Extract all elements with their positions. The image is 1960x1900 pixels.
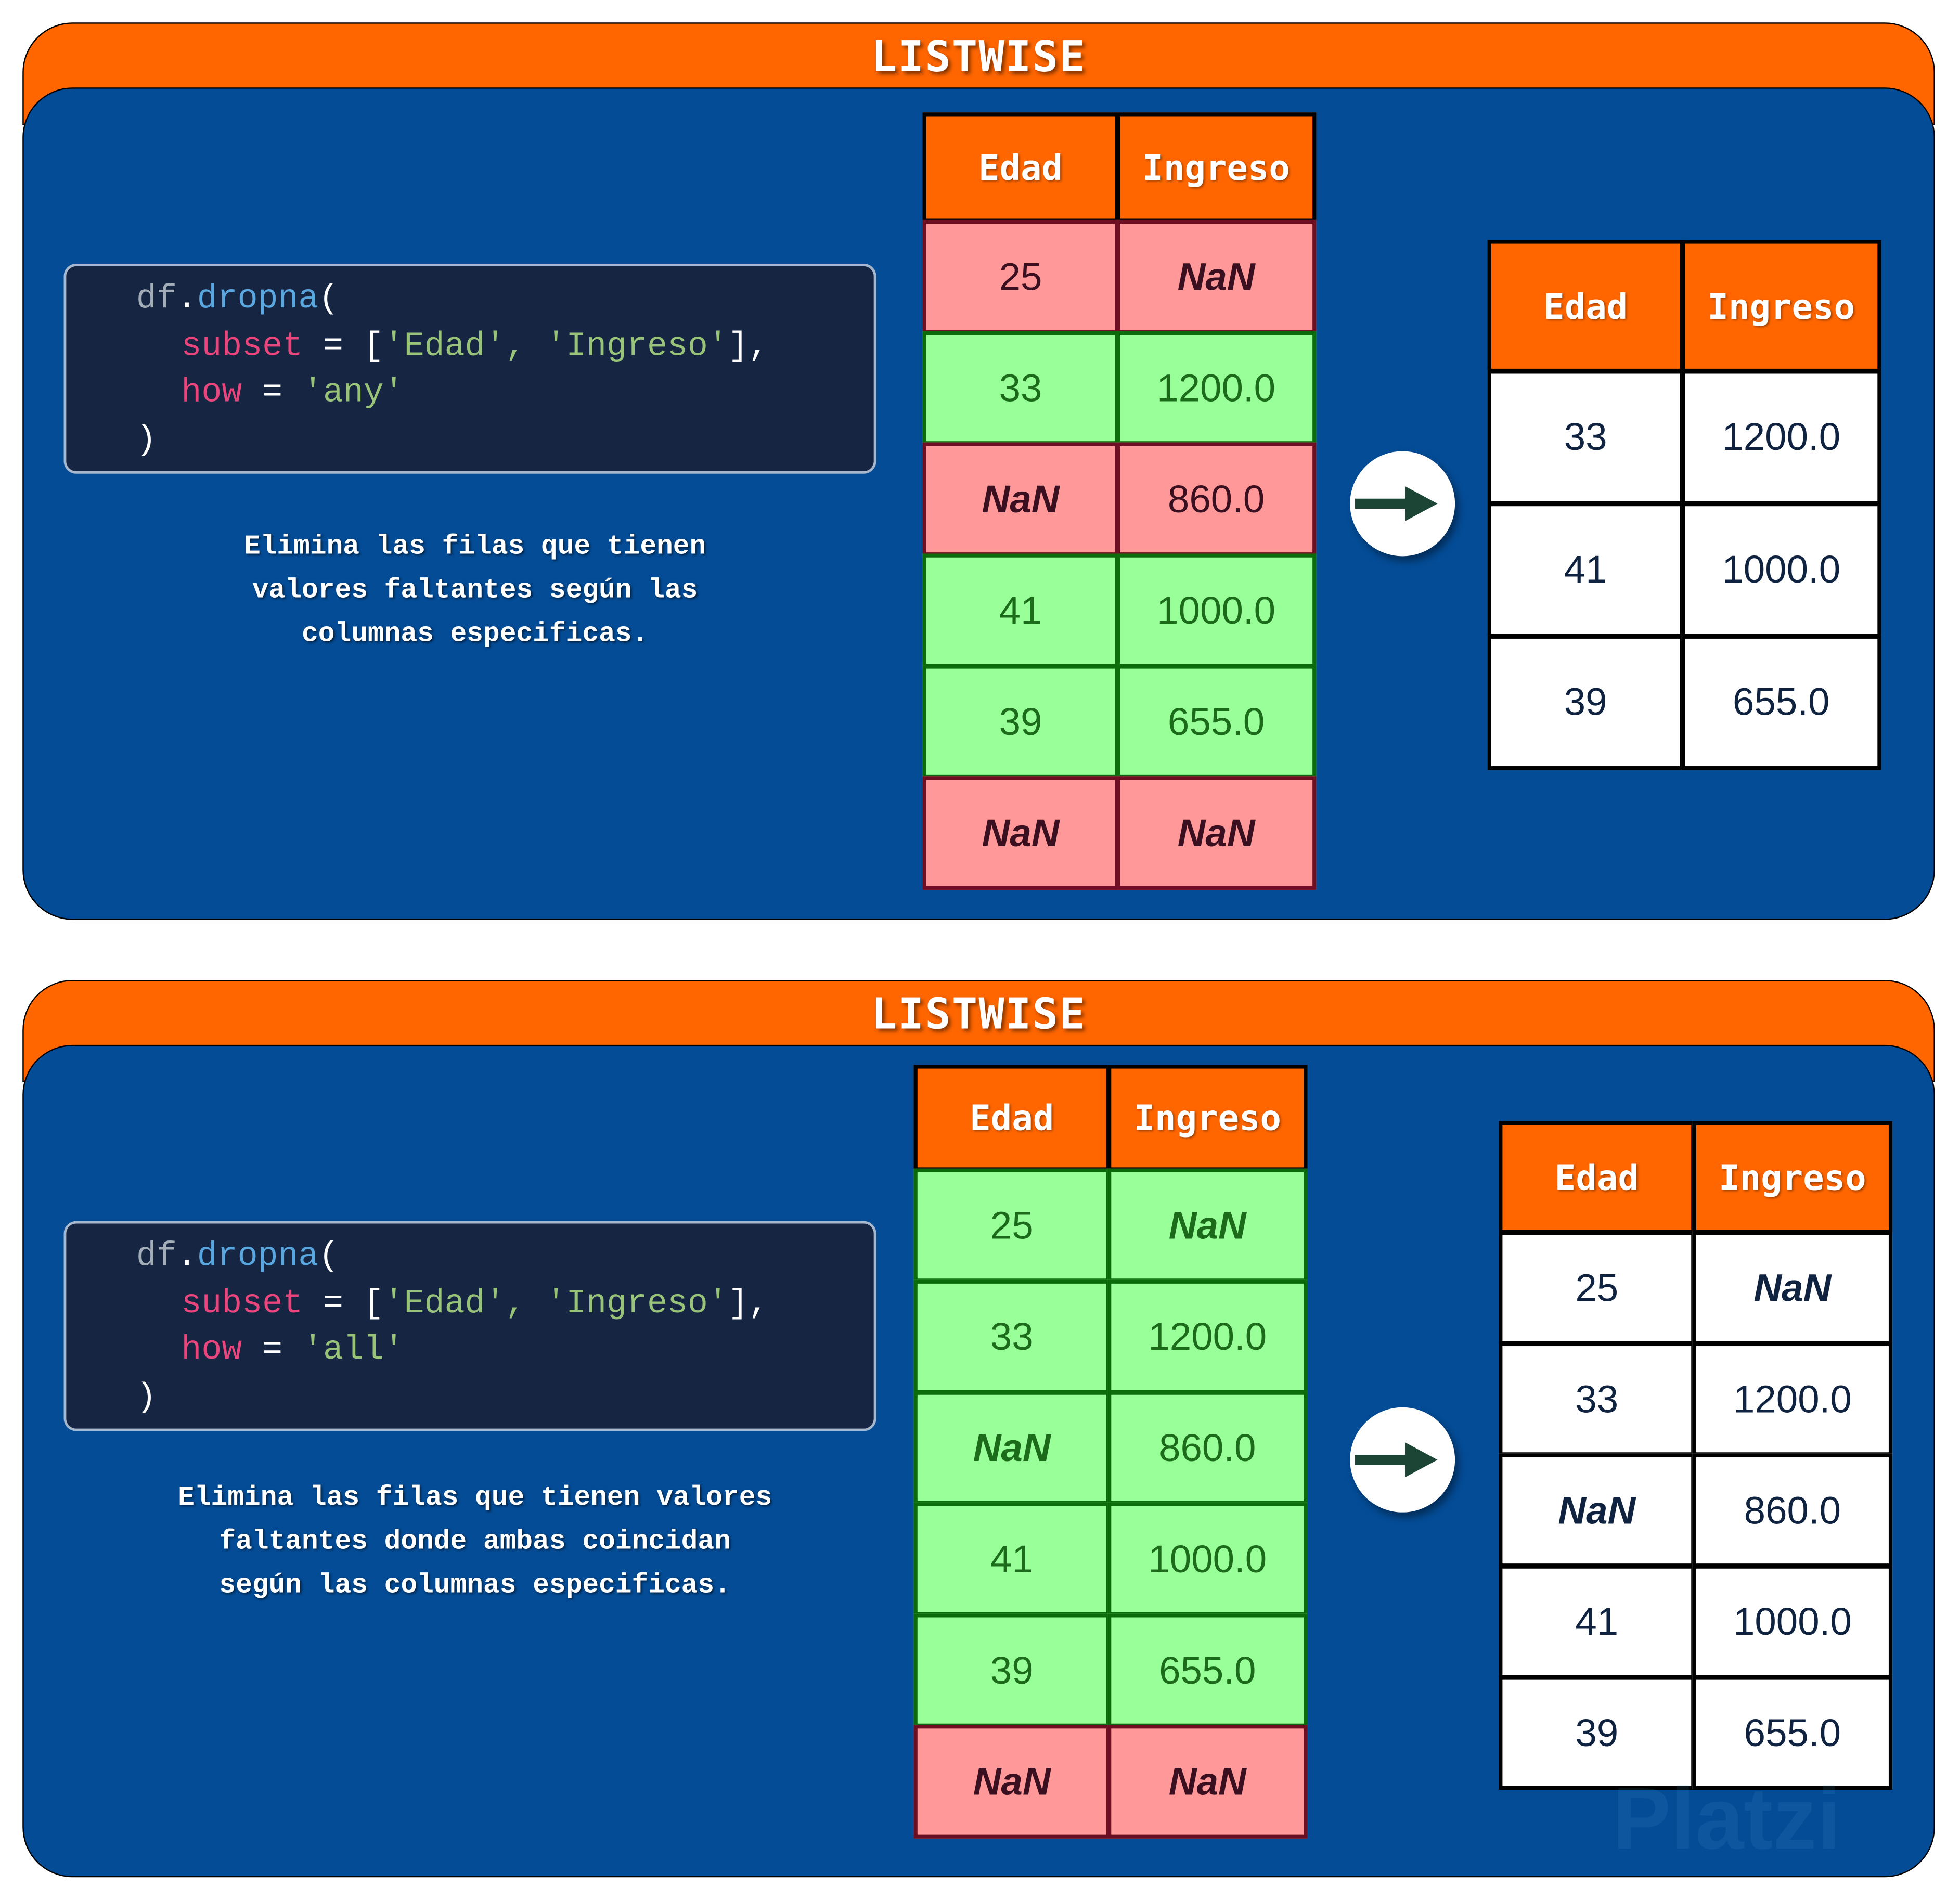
input-cell-kept: 41 [913,1502,1110,1617]
code-token: 'all' [303,1332,404,1370]
code-token: = [242,1332,303,1370]
output-cell-result: 860.0 [1692,1453,1893,1568]
input-cell-kept: 33 [922,331,1119,445]
input-cell-dropped: 25 [922,219,1119,334]
input-cell-kept: 39 [913,1613,1110,1727]
description-line: valores faltantes según las [252,575,698,606]
code-token: 'any' [303,374,404,412]
output-cell-result: 655.0 [1692,1676,1893,1790]
code-line: how = 'all' [181,1333,404,1370]
code-token: 'Edad', 'Ingreso' [383,328,728,366]
output-cell-result: 39 [1487,635,1684,770]
input-cell-dropped: NaN [913,1725,1110,1839]
input-cell-kept: 655.0 [1107,1613,1308,1727]
code-token: . [176,281,197,319]
code-token: subset [181,328,303,366]
output-cell-result: 33 [1499,1342,1695,1456]
input-cell-kept: 33 [913,1279,1110,1394]
code-block: df.dropna( subset = ['Edad', 'Ingreso'], h… [63,1221,876,1431]
input-cell-dropped: NaN [922,442,1119,557]
code-token: ], [728,328,769,366]
input-cell-kept: NaN [913,1391,1110,1505]
description-line: Elimina las filas que tienen [243,531,706,563]
code-line: subset = ['Edad', 'Ingreso'], [181,328,768,366]
code-token: ( [318,1238,339,1276]
output-cell-result: 1000.0 [1681,502,1881,638]
code-token: subset [181,1285,303,1323]
code-line: ) [136,1379,157,1417]
input-cell-kept: NaN [1107,1168,1308,1283]
input-cell-kept: 860.0 [1107,1391,1308,1505]
code-line: ) [136,422,157,459]
code-token: ) [136,422,157,460]
output-header-cell: Ingreso [1681,240,1881,373]
code-token: df [136,1238,177,1276]
code-line: subset = ['Edad', 'Ingreso'], [181,1285,768,1323]
input-cell-kept: 655.0 [1116,665,1317,779]
input-cell-dropped: NaN [1116,776,1317,890]
output-cell-result: 655.0 [1681,635,1881,770]
code-token: ) [136,1379,157,1417]
panel-title: LISTWISE [871,990,1086,1040]
output-header-cell: Edad [1487,240,1684,373]
description-line: según las columnas especificas. [219,1570,731,1601]
output-cell-result: 41 [1499,1565,1695,1679]
description-line: Elimina las filas que tienen valores [178,1482,772,1514]
code-token: = [ [303,328,384,366]
code-token: = [ [303,1285,384,1323]
input-cell-dropped: NaN [922,776,1119,890]
output-cell-result: 1000.0 [1692,1565,1893,1679]
code-block: df.dropna( subset = ['Edad', 'Ingreso'], h… [63,264,876,474]
input-header-cell: Edad [922,112,1119,223]
input-header-cell: Ingreso [1107,1065,1308,1171]
description-line: faltantes donde ambas coincidan [219,1526,731,1558]
output-cell-result: 25 [1499,1231,1695,1345]
code-token: how [181,1332,242,1370]
input-cell-dropped: NaN [1116,219,1317,334]
output-cell-result: 41 [1487,502,1684,638]
input-cell-kept: 39 [922,665,1119,779]
panel-title: LISTWISE [871,32,1086,83]
code-token: dropna [197,1238,319,1276]
code-token: df [136,281,177,319]
code-token: dropna [197,281,319,319]
input-cell-kept: 1200.0 [1116,331,1317,445]
output-cell-result: 33 [1487,370,1684,505]
code-token: ( [318,281,339,319]
code-line: df.dropna( [136,281,339,319]
code-token: = [242,374,303,412]
input-cell-kept: 41 [922,553,1119,668]
output-cell-result: 1200.0 [1681,370,1881,505]
output-header-cell: Edad [1499,1121,1695,1234]
description-line: columnas especificas. [302,618,649,650]
code-token: . [176,1238,197,1276]
input-cell-dropped: 860.0 [1116,442,1317,557]
input-cell-kept: 1000.0 [1107,1502,1308,1617]
input-cell-kept: 1000.0 [1116,553,1317,668]
output-cell-result: NaN [1499,1453,1695,1568]
code-token: 'Edad', 'Ingreso' [383,1285,728,1323]
code-line: how = 'any' [181,375,404,412]
input-cell-kept: 25 [913,1168,1110,1283]
arrow-right-icon [1350,1407,1455,1513]
output-cell-result: 1200.0 [1692,1342,1893,1456]
description: Elimina las filas que tienen valores falt… [50,1476,900,1607]
platzi-watermark: Platzi [1612,1769,1841,1868]
input-header-cell: Edad [913,1065,1110,1171]
input-cell-kept: 1200.0 [1107,1279,1308,1394]
description: Elimina las filas que tienen valores falt… [75,525,875,656]
code-token: how [181,374,242,412]
arrow-right-icon [1350,451,1455,557]
output-header-cell: Ingreso [1692,1121,1893,1234]
input-header-cell: Ingreso [1116,112,1317,223]
code-line: df.dropna( [136,1238,339,1276]
code-token: ], [728,1285,769,1323]
output-cell-result: NaN [1692,1231,1893,1345]
input-cell-dropped: NaN [1107,1725,1308,1839]
